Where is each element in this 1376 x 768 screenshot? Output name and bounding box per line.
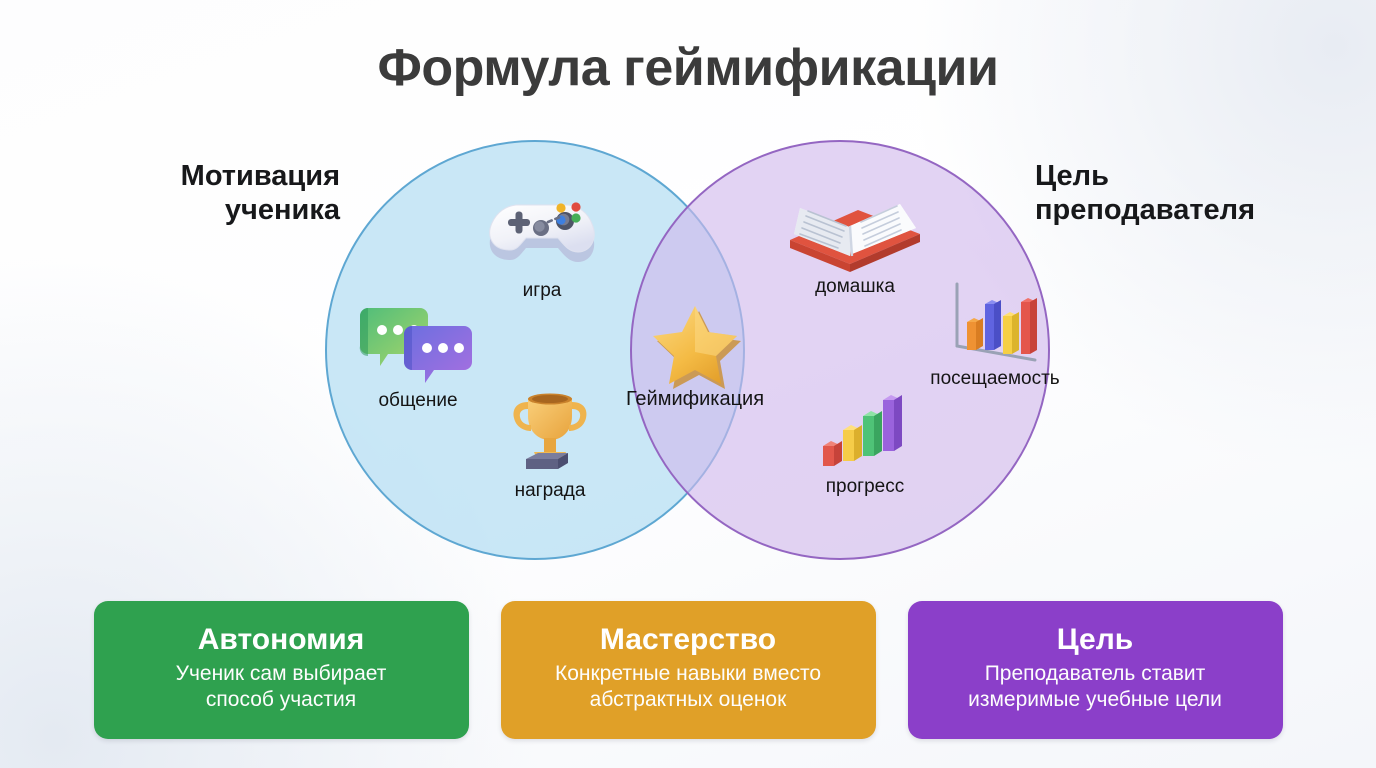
pillar-card-mastery-desc-line1: Конкретные навыки вместо <box>554 661 822 685</box>
star-icon <box>605 300 785 389</box>
venn-item-game-label: игра <box>522 280 562 301</box>
venn-item-communication-label: общение <box>378 390 458 411</box>
pillar-card-mastery[interactable]: Мастерство Конкретные навыки вместо абст… <box>500 601 876 739</box>
venn-item-attendance: посещаемость <box>900 280 1090 390</box>
pillar-card-autonomy-desc: Ученик сам выбирает способ участия <box>176 661 387 714</box>
gamepad-icon <box>462 192 622 278</box>
page-title: Формула геймификации <box>377 39 999 97</box>
pillar-card-purpose-desc-line2: измеримые учебные цели <box>968 688 1222 711</box>
bar-chart-icon <box>900 280 1090 366</box>
venn-item-homework-label: домашка <box>815 276 895 297</box>
pillar-card-mastery-desc-line2: абстрактных оценок <box>589 688 787 711</box>
venn-item-homework: домашка <box>765 188 945 298</box>
pillar-cards: Автономия Ученик сам выбирает способ уча… <box>0 601 1376 743</box>
venn-item-gamification-label: Геймификация <box>625 388 765 410</box>
open-book-icon <box>765 188 945 274</box>
venn-item-attendance-label: посещаемость <box>930 368 1060 389</box>
venn-item-communication: общение <box>338 302 498 412</box>
pillar-card-purpose[interactable]: Цель Преподаватель ставит измеримые учеб… <box>907 601 1283 739</box>
venn-item-game: игра <box>462 192 622 302</box>
pillar-card-autonomy[interactable]: Автономия Ученик сам выбирает способ уча… <box>93 601 469 739</box>
pillar-card-autonomy-desc-line1: Ученик сам выбирает <box>175 661 387 685</box>
venn-item-gamification: Геймификация <box>605 300 785 411</box>
pillar-card-autonomy-title: Автономия <box>197 622 365 656</box>
pillar-card-purpose-title: Цель <box>1056 622 1134 656</box>
venn-left-label-line2: ученика <box>224 193 340 226</box>
growth-chart-icon <box>770 388 960 474</box>
venn-right-label-line2: преподавателя <box>1035 193 1255 226</box>
venn-item-reward-label: награда <box>514 480 586 501</box>
venn-diagram: Мотивация ученика Цель преподавателя <box>40 140 1355 560</box>
trophy-icon <box>470 392 630 478</box>
pillar-card-purpose-desc-line1: Преподаватель ставит <box>984 661 1206 685</box>
venn-item-progress: прогресс <box>770 388 960 498</box>
pillar-card-autonomy-desc-line2: способ участия <box>205 688 357 711</box>
chat-bubbles-icon <box>338 302 498 388</box>
pillar-card-purpose-desc: Преподаватель ставит измеримые учебные ц… <box>968 661 1222 714</box>
venn-item-reward: награда <box>470 392 630 502</box>
pillar-card-mastery-title: Мастерство <box>599 622 777 656</box>
venn-right-label: Цель преподавателя <box>1035 160 1355 227</box>
pillar-card-mastery-desc: Конкретные навыки вместо абстрактных оце… <box>555 661 821 714</box>
venn-right-label-line1: Цель <box>1035 160 1109 192</box>
venn-left-label: Мотивация ученика <box>40 160 340 227</box>
venn-item-progress-label: прогресс <box>825 476 905 497</box>
venn-left-label-line1: Мотивация <box>180 160 340 192</box>
